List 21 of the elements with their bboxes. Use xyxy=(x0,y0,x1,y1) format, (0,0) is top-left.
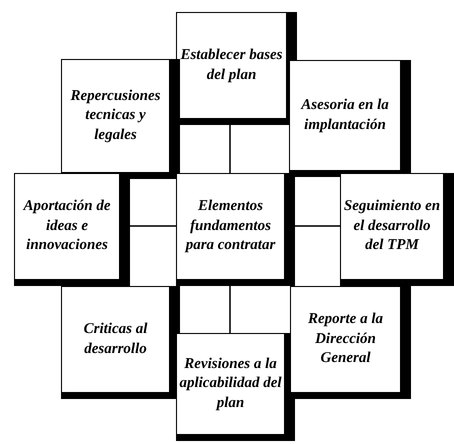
connector-line xyxy=(229,125,231,173)
connector-line xyxy=(130,225,176,227)
concept-box xyxy=(176,173,295,286)
concept-box xyxy=(61,286,180,399)
connector-line xyxy=(229,286,231,333)
box-label: Revisiones a la aplicabilidad del plan xyxy=(178,354,283,413)
concept-box xyxy=(14,173,130,286)
concept-box xyxy=(176,333,295,441)
concept-box xyxy=(61,59,180,179)
connector-line xyxy=(295,225,340,227)
box-label: Asesoria en la implantación xyxy=(300,96,390,134)
concept-box xyxy=(340,173,454,286)
box-label: Aportación de ideas e innovaciones xyxy=(22,197,112,256)
box-label: Elementos fundamentos para contratar xyxy=(184,197,276,256)
concept-box xyxy=(290,286,411,399)
box-label: Criticas al desarrollo xyxy=(82,320,148,358)
box-label: Seguimiento en el desarrollo del TPM xyxy=(342,197,442,256)
box-label: Establecer bases del plan xyxy=(179,46,284,84)
concept-box xyxy=(289,60,411,177)
box-label: Reporte a la Dirección General xyxy=(307,310,384,368)
box-label: Repercusiones tecnicas y legales xyxy=(70,86,162,145)
